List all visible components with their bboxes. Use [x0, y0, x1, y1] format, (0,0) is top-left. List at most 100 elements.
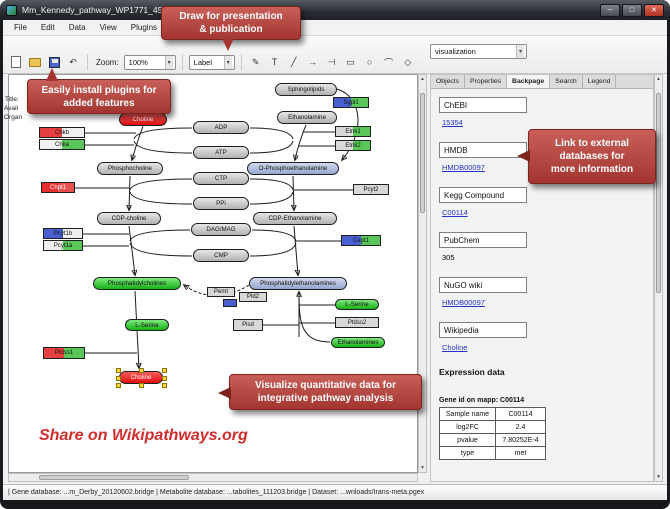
node-cdp-choline[interactable]: CDP-choline — [97, 212, 161, 225]
node-phosphatidylethanolamines[interactable]: Phosphatidylethanolamines — [249, 277, 347, 290]
save-button[interactable] — [46, 54, 62, 70]
node-chka[interactable]: Chka — [39, 139, 85, 150]
node-pisd[interactable]: Pisd — [233, 319, 263, 331]
oval-tool[interactable]: ○ — [366, 57, 373, 67]
scroll-down-icon[interactable]: ▼ — [656, 474, 661, 480]
selection-handle[interactable] — [162, 375, 167, 381]
node-sgpl1[interactable]: Sgpl1 — [333, 97, 369, 108]
node-cdp-ethanolamine[interactable]: CDP-Ethanolamine — [253, 212, 337, 225]
node-label: CDP-Ethanolamine — [268, 215, 322, 222]
selection-handle[interactable] — [162, 383, 167, 388]
label-tool-dropdown[interactable]: Label ▾ — [188, 54, 235, 70]
pencil-tool[interactable]: ✎ — [251, 56, 260, 67]
arrow-tool[interactable]: → — [308, 57, 318, 67]
menu-edit[interactable]: Edit — [40, 23, 55, 32]
scroll-down-icon[interactable]: ▼ — [420, 465, 425, 471]
node-pemt-mini[interactable] — [223, 299, 237, 307]
link-nugo-wiki[interactable]: HMDB00097 — [442, 298, 485, 307]
link-hmdb[interactable]: HMDB00097 — [442, 163, 485, 172]
node-phosphatidylcholines[interactable]: Phosphatidylcholines — [93, 277, 181, 290]
selection-handle[interactable] — [116, 383, 121, 388]
node-choline[interactable]: Choline — [119, 113, 167, 126]
node-cept1[interactable]: Cept1 — [341, 235, 381, 246]
node-l-serine-right[interactable]: L-Serine — [335, 299, 379, 310]
visualization-dropdown[interactable]: visualization ▾ — [430, 44, 527, 59]
node-label: CDP-choline — [111, 215, 147, 222]
node-label: Phosphatidylcholines — [107, 280, 167, 287]
scrollbar-thumb[interactable] — [420, 93, 425, 213]
link-chebi[interactable]: 15354 — [442, 118, 463, 127]
node-ptdss2[interactable]: Ptdss2 — [335, 317, 379, 328]
menu-data[interactable]: Data — [68, 23, 86, 32]
node-pemt[interactable]: Pemt — [207, 287, 235, 297]
menu-file[interactable]: File — [14, 23, 27, 32]
table-cell-key: type — [439, 446, 496, 460]
tab-properties[interactable]: Properties — [465, 75, 508, 88]
selection-handle[interactable] — [116, 375, 121, 381]
selection-handle[interactable] — [139, 383, 144, 388]
text-label-tool[interactable]: T — [271, 57, 278, 67]
node-cmp[interactable]: CMP — [193, 249, 249, 262]
node-etnk2[interactable]: Etnk2 — [335, 140, 371, 151]
scrollbar-thumb[interactable] — [656, 93, 661, 293]
node-label: CMP — [214, 252, 228, 259]
selection-handle[interactable] — [139, 368, 144, 373]
node-ctp[interactable]: CTP — [193, 172, 249, 185]
scroll-up-icon[interactable]: ▲ — [420, 76, 425, 82]
selection-handle[interactable] — [162, 368, 167, 373]
selection-handle[interactable] — [116, 368, 121, 373]
scrollbar-thumb[interactable] — [39, 475, 189, 480]
node-chpt1[interactable]: Chpt1 — [41, 182, 75, 193]
node-atp[interactable]: ATP — [193, 146, 249, 159]
sidebar-vertical-scrollbar[interactable]: ▲ ▼ — [654, 74, 663, 482]
line-tool[interactable]: ╱ — [290, 56, 297, 67]
node-choline-selected[interactable]: Choline — [116, 368, 167, 388]
node-etnk1[interactable]: Etnk1 — [335, 126, 371, 137]
close-button[interactable]: ✕ — [644, 3, 664, 17]
link-kegg-compound[interactable]: C00114 — [442, 208, 468, 217]
node-ppi[interactable]: PPi — [193, 197, 249, 210]
maximize-button[interactable]: □ — [622, 3, 642, 17]
menu-view[interactable]: View — [99, 23, 117, 32]
canvas-horizontal-scrollbar[interactable] — [8, 473, 418, 482]
undo-button[interactable]: ↶ — [69, 56, 77, 67]
node-pcyt2[interactable]: Pcyt2 — [353, 184, 389, 195]
node-pcyt1a[interactable]: Pcyt1a — [43, 240, 83, 251]
tbar-tool[interactable]: ⊣ — [327, 56, 336, 67]
open-file-button[interactable] — [27, 54, 43, 70]
node-ptdss1[interactable]: Ptdss1 — [43, 347, 85, 359]
node-chkb[interactable]: Chkb — [39, 127, 85, 138]
node-label: Pld2 — [246, 294, 259, 300]
tab-legend[interactable]: Legend — [582, 75, 617, 88]
canvas-vertical-scrollbar[interactable]: ▲ ▼ — [418, 74, 427, 473]
node-adp[interactable]: ADP — [193, 121, 249, 134]
titlebar[interactable]: Mm_Kennedy_pathway_WP1771_45176.gpml ─ □… — [0, 0, 670, 20]
zoom-dropdown[interactable]: 100% ▾ — [123, 54, 176, 70]
minimize-button[interactable]: ─ — [600, 3, 620, 17]
rectangle-tool[interactable]: ▭ — [346, 56, 355, 67]
menu-plugins[interactable]: Plugins — [130, 23, 158, 32]
new-file-button[interactable] — [8, 54, 24, 70]
tab-backpage[interactable]: Backpage — [507, 75, 551, 88]
node-label: Pcyt1b — [53, 230, 73, 237]
node-pcyt1b[interactable]: Pcyt1b — [43, 228, 83, 239]
node-l-serine-left[interactable]: L-Serine — [125, 319, 169, 331]
tab-objects[interactable]: Objects — [431, 75, 466, 88]
node-label: Etnk2 — [345, 142, 361, 149]
node-ethanolamines[interactable]: Ethanolamines — [331, 337, 385, 348]
node-sphingolipids[interactable]: Sphingolipids — [275, 83, 337, 96]
arc-tool[interactable]: ⌒ — [384, 57, 394, 68]
node-o-phosphoethanolamine[interactable]: O-Phosphoethanolamine — [247, 162, 339, 175]
scroll-up-icon[interactable]: ▲ — [656, 76, 661, 82]
link-wikipedia[interactable]: Choline — [442, 343, 468, 352]
shape-tool[interactable]: ◇ — [404, 56, 412, 67]
node-phosphocholine[interactable]: Phosphocholine — [97, 162, 163, 175]
node-ethanolamine[interactable]: Ethanolamine — [277, 111, 337, 124]
node-dag-mag[interactable]: DAG/MAG — [191, 223, 251, 236]
tab-search[interactable]: Search — [550, 75, 583, 88]
node-label: ADP — [214, 124, 228, 131]
node-pld2[interactable]: Pld2 — [239, 292, 267, 302]
